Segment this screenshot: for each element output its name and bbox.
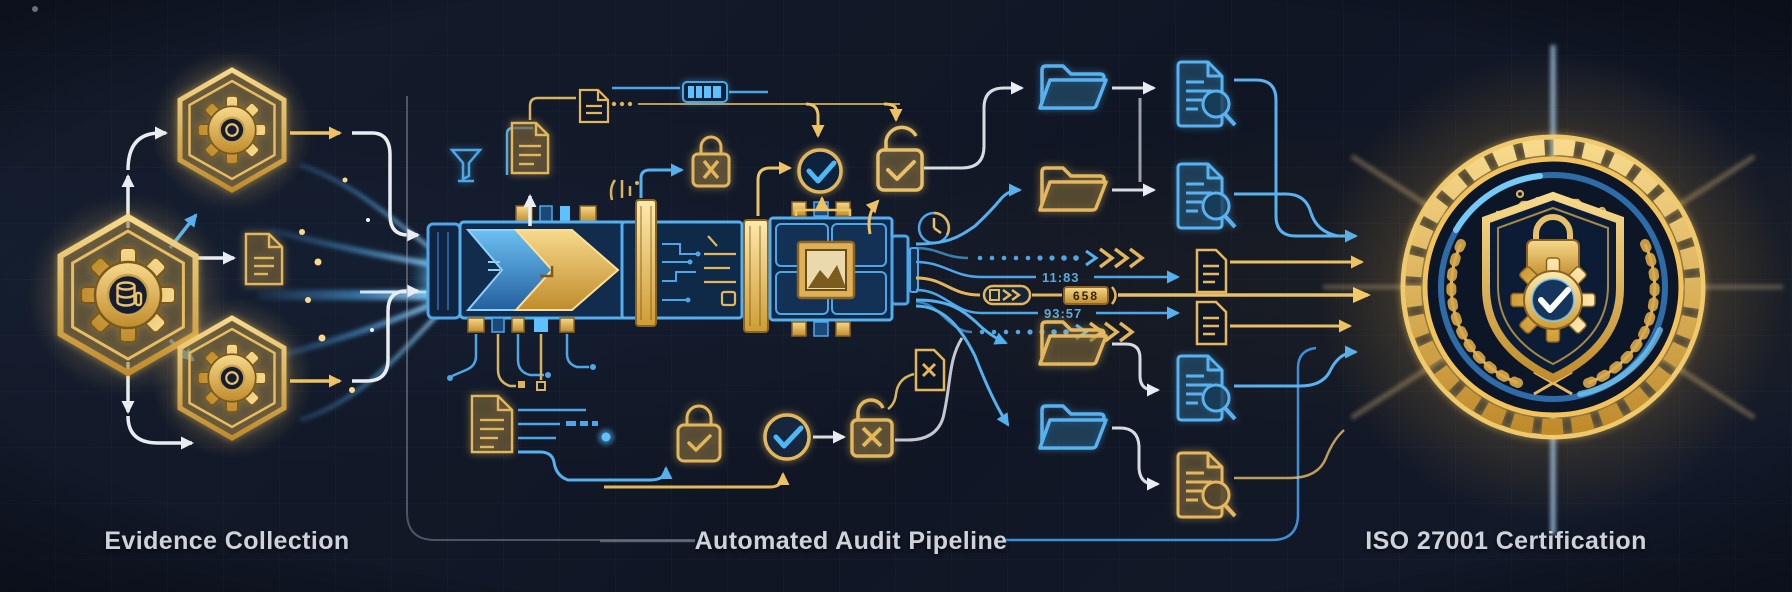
label-evidence-collection: Evidence Collection [104,527,350,555]
label-automated-audit-pipeline: Automated Audit Pipeline [694,527,1008,555]
label-iso-27001-certification: ISO 27001 Certification [1365,527,1647,555]
